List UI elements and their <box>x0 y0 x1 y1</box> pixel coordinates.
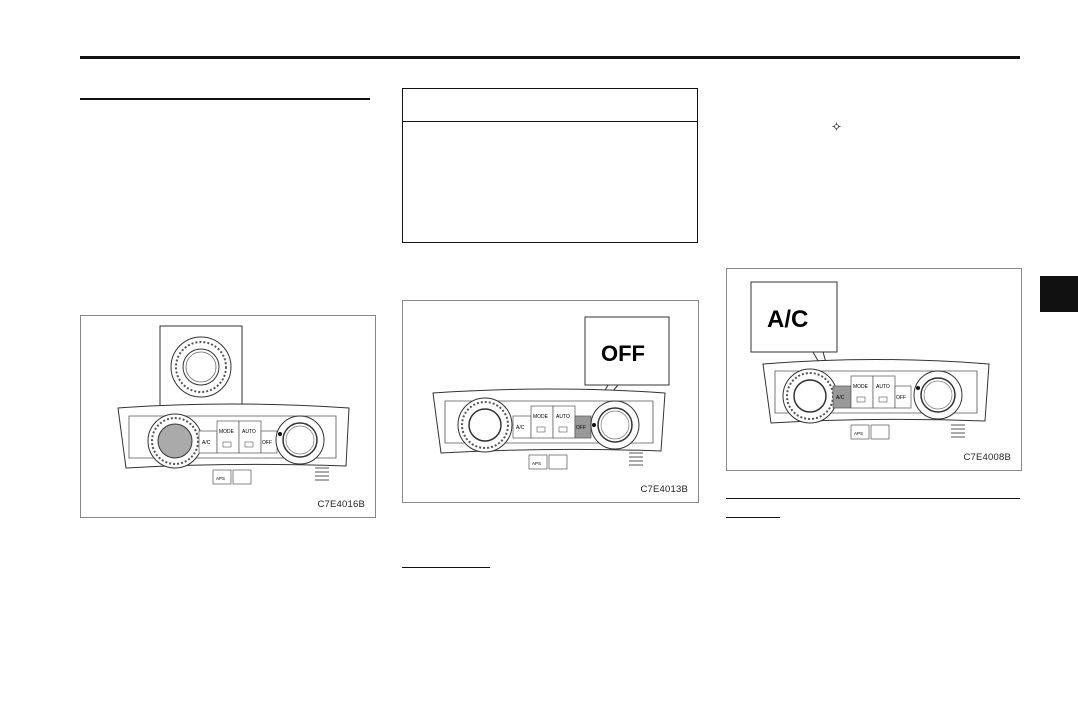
panel-label-off: OFF <box>576 425 586 431</box>
fan-icon <box>832 122 841 131</box>
caution-box <box>402 88 698 243</box>
figure-code: C7E4008B <box>963 452 1011 463</box>
column3-subheading-rule <box>726 517 780 518</box>
panel-label-aps: APS <box>216 476 225 481</box>
panel-label-auto: AUTO <box>242 429 256 435</box>
panel-label-aps: APS <box>532 461 541 466</box>
panel-label-aps: APS <box>854 431 863 436</box>
column1-heading-rule <box>80 98 370 100</box>
panel-label-auto: AUTO <box>556 414 570 420</box>
panel-label-auto: AUTO <box>876 384 890 390</box>
panel-label-ac: A/C <box>836 395 845 401</box>
panel-label-mode: MODE <box>533 414 549 420</box>
panel-label-ac: A/C <box>516 425 525 431</box>
panel-label-off: OFF <box>896 395 906 401</box>
column2-subheading-rule <box>402 567 490 568</box>
panel-label-ac: A/C <box>202 440 211 446</box>
callout-off-label: OFF <box>601 341 645 366</box>
panel-label-off: OFF <box>262 440 272 446</box>
caution-box-header <box>403 89 697 122</box>
panel-label-mode: MODE <box>219 429 235 435</box>
page-top-rule <box>80 56 1020 59</box>
figure-temperature-dial: A/C MODE AUTO OFF APS C7E4016B <box>80 315 376 518</box>
panel-label-mode: MODE <box>853 384 869 390</box>
figure-code: C7E4013B <box>640 484 688 495</box>
figure-code: C7E4016B <box>317 499 365 510</box>
section-thumb-tab <box>1040 276 1078 312</box>
column3-footer-rule <box>726 498 1020 499</box>
figure-off-button: OFF A/C MODE AUTO OFF APS C7E4013B <box>402 300 699 503</box>
figure-ac-button: A/C A/C MODE AUTO OFF APS C7E4008B <box>726 268 1022 471</box>
callout-ac-label: A/C <box>767 306 808 333</box>
